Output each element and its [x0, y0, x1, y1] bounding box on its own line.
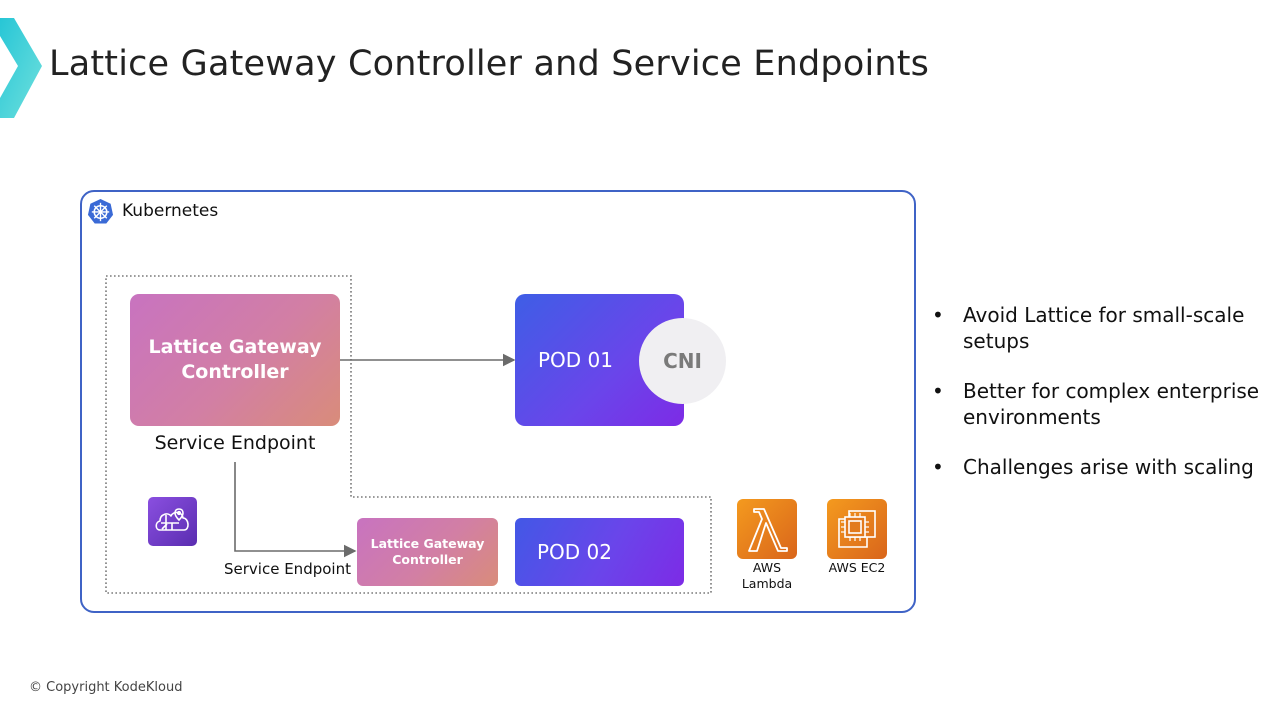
service-endpoint-label-secondary: Service Endpoint: [224, 560, 351, 578]
kodekloud-logo-icon: [0, 18, 42, 118]
bullet-text: Better for complex enterprise environmen…: [963, 379, 1260, 429]
lattice-gateway-controller-secondary[interactable]: Lattice Gateway Controller: [357, 518, 498, 586]
lattice-gateway-controller-main[interactable]: Lattice Gateway Controller: [130, 294, 340, 426]
pod-01-label: POD 01: [538, 348, 614, 372]
pod-02[interactable]: [515, 518, 684, 586]
bullet-text: Challenges arise with scaling: [963, 455, 1254, 479]
cloud-map-glyph-icon: [155, 508, 189, 531]
controller-secondary-label-line2: Controller: [392, 552, 463, 567]
aws-ec2-tile[interactable]: [827, 499, 887, 559]
service-endpoint-label-main: Service Endpoint: [154, 432, 316, 454]
bullet-item: • Better for complex enterprise environm…: [930, 378, 1270, 430]
aws-lambda-label: AWS Lambda: [727, 560, 807, 592]
aws-lambda-label-line1: AWS: [752, 560, 782, 575]
bullet-mark: •: [932, 379, 944, 403]
kubernetes-cluster-container: [80, 190, 916, 613]
lambda-icon: [748, 508, 788, 552]
bullet-mark: •: [932, 303, 944, 327]
kubernetes-helm-icon: [87, 198, 114, 224]
page-title: Lattice Gateway Controller and Service E…: [49, 44, 930, 84]
bullet-text: Avoid Lattice for small-scale setups: [963, 303, 1245, 353]
controller-main-label-line2: Controller: [181, 361, 289, 383]
bullet-list: • Avoid Lattice for small-scale setups •…: [930, 302, 1270, 504]
pod-02-label: POD 02: [537, 540, 613, 564]
bullet-item: • Avoid Lattice for small-scale setups: [930, 302, 1270, 354]
bullet-mark: •: [932, 455, 944, 479]
cni-label: CNI: [663, 349, 702, 373]
bullet-item: • Challenges arise with scaling: [930, 454, 1270, 480]
copyright-footer: © Copyright KodeKloud: [29, 680, 183, 695]
aws-lambda-tile[interactable]: [737, 499, 797, 559]
controller-secondary-label-line1: Lattice Gateway: [370, 536, 485, 551]
cni-badge: CNI: [639, 318, 726, 404]
vpc-lattice-icon: [148, 497, 197, 546]
kubernetes-label: Kubernetes: [122, 201, 219, 221]
aws-ec2-label: AWS EC2: [817, 560, 897, 576]
aws-lambda-label-line2: Lambda: [741, 576, 793, 591]
controller-main-label-line1: Lattice Gateway: [148, 336, 322, 358]
ec2-chip-icon: [838, 510, 876, 548]
aws-ec2-label-line1: AWS EC2: [828, 560, 886, 575]
